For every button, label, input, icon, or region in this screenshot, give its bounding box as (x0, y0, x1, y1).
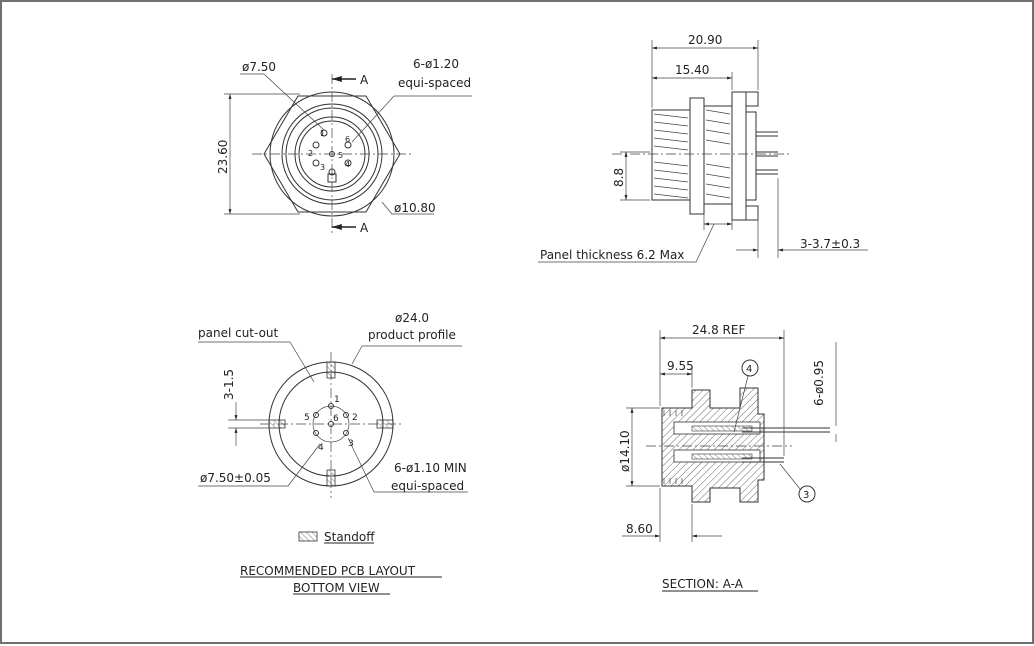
side-panel-note: Panel thickness 6.2 Max (540, 248, 684, 262)
front-section-mark-bottom: A (360, 221, 369, 235)
section-view (622, 330, 837, 592)
front-pin-6: 6 (345, 135, 350, 144)
pcb-holes: 6-ø1.10 MIN (394, 461, 467, 475)
side-height: 8.8 (612, 168, 626, 187)
pcb-legend-label: Standoff (324, 530, 375, 544)
front-holes-note: equi-spaced (398, 76, 471, 90)
side-overall: 20.90 (688, 33, 722, 47)
front-holes: 6-ø1.20 (413, 57, 459, 71)
pcb-pitch: ø7.50±0.05 (200, 471, 271, 485)
standoff-legend-swatch (298, 531, 318, 542)
front-pin-3: 3 (320, 163, 325, 172)
pcb-layout (198, 341, 468, 595)
side-view (538, 40, 868, 263)
pcb-title-line2: BOTTOM VIEW (293, 581, 380, 595)
side-body: 15.40 (675, 63, 709, 77)
pcb-pin-4: 4 (318, 443, 324, 453)
front-view (224, 73, 472, 234)
section-dim-b: 8.60 (626, 522, 653, 536)
section-dim-a: 9.55 (667, 359, 694, 373)
pcb-profile-dia: ø24.0 (395, 311, 429, 325)
pcb-standoff-width: 3-1.5 (222, 369, 236, 400)
pcb-holes-note: equi-spaced (391, 479, 464, 493)
front-pin-2: 2 (308, 149, 313, 158)
section-overall: 24.8 REF (692, 323, 745, 337)
section-callout-4: 4 (746, 364, 752, 375)
front-pin-1: 1 (320, 129, 325, 138)
front-pin-4: 4 (345, 160, 350, 169)
pcb-profile-note: product profile (368, 328, 456, 342)
pcb-pin-6: 6 (333, 414, 339, 424)
section-pin-dia: 6-ø0.95 (812, 360, 826, 406)
pcb-title-line1: RECOMMENDED PCB LAYOUT (240, 564, 416, 578)
front-section-mark-top: A (360, 73, 369, 87)
pcb-pin-5: 5 (304, 413, 310, 423)
pcb-pin-2: 2 (352, 413, 358, 423)
section-title: SECTION: A-A (662, 577, 744, 591)
front-dia-outer: ø7.50 (242, 60, 276, 74)
pcb-cutout-label: panel cut-out (198, 326, 279, 340)
front-pin-5: 5 (338, 151, 343, 160)
front-pin-numbers: 1 6 2 5 3 4 (308, 129, 350, 172)
side-pin-length: 3-3.7±0.3 (800, 237, 860, 251)
section-height: ø14.10 (618, 430, 632, 472)
pcb-pin-3: 3 (348, 439, 354, 449)
front-height: 23.60 (216, 140, 230, 174)
front-dia-pitch: ø10.80 (394, 201, 436, 215)
pcb-pin-1: 1 (334, 395, 340, 405)
section-callout-3: 3 (803, 490, 809, 501)
